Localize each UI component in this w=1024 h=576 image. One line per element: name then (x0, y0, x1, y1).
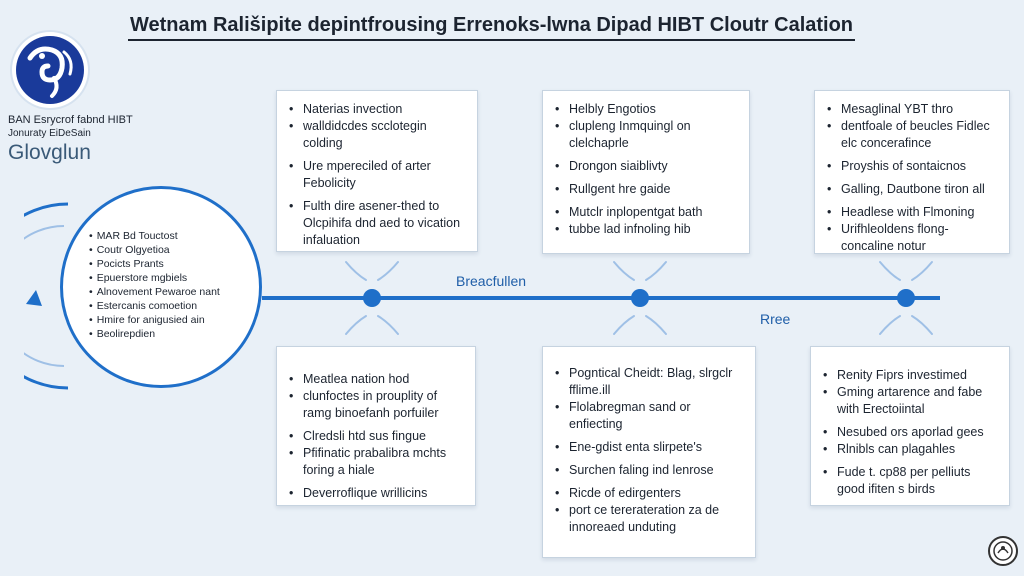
org-line-1: BAN Esrycrof fabnd HIBT (8, 114, 133, 126)
card-item: Gming artarence and fabe with Erectoiint… (823, 384, 999, 418)
badge-icon (988, 536, 1018, 566)
hub-item: MAR Bd Touctost (89, 229, 253, 243)
card-item: clupleng Inmquingl on clelchaprle (555, 118, 739, 152)
card-item: Fude t. cp88 per pelliuts good ifiten s … (823, 464, 999, 498)
card-item: Surchen faling ind lenrose (555, 462, 745, 479)
timeline-label-right: Rree (760, 311, 791, 327)
hub-item: Pocicts Prants (89, 257, 253, 271)
hub-item: Epuerstore mgbiels (89, 271, 253, 285)
central-hub-circle: MAR Bd Touctost Coutr Olgyetioa Pocicts … (60, 186, 262, 388)
card-item: Helbly Engotios (555, 101, 739, 118)
card-item: walldidcdes scclotegin colding (289, 118, 467, 152)
hub-item: Estercanis comoetion (89, 299, 253, 313)
card-item: Headlese with Flmoning (827, 204, 999, 221)
card-item: Ure mpereciled of arter Febolicity (289, 158, 467, 192)
card-bottom-2: Pogntical Cheidt: Blag, slrgclr fflime.i… (542, 346, 756, 558)
card-item: port ce tererateration za de innoreaed u… (555, 502, 745, 536)
card-item: Urifhleoldens flong- concaline notur (827, 221, 999, 255)
page-title: Wetnam Rališipite depintfrousing Errenok… (128, 14, 856, 41)
hub-item: Beolirepdien (89, 327, 253, 341)
card-top-3: Mesaglinal YBT thro dentfoale of beucles… (814, 90, 1010, 254)
org-line-2: Jonuraty EiDeSain (8, 128, 91, 139)
card-item: tubbe lad infnoling hib (555, 221, 739, 238)
card-item: Naterias invection (289, 101, 467, 118)
card-item: Proyshis of sontaicnos (827, 158, 999, 175)
organization-logo (12, 32, 88, 108)
org-line-3: Glovglun (8, 141, 91, 164)
card-top-1: Naterias invection walldidcdes scclotegi… (276, 90, 478, 252)
timeline-node (363, 289, 381, 307)
card-item: Ene-gdist enta slirpete's (555, 439, 745, 456)
card-item: Galling, Dautbone tiron all (827, 181, 999, 198)
card-item: Meatlea nation hod (289, 371, 465, 388)
hub-item: Coutr Olgyetioa (89, 243, 253, 257)
seahorse-logo-icon (16, 36, 84, 104)
card-top-2: Helbly Engotios clupleng Inmquingl on cl… (542, 90, 750, 254)
card-item: Fulth dire asener-thed to Olcpihifa dnd … (289, 198, 467, 249)
timeline-label-center: Breacfullen (456, 273, 527, 289)
card-item: Rlnibls can plagahles (823, 441, 999, 458)
card-item: Renity Fiprs investimed (823, 367, 999, 384)
card-item: Ricde of edirgenters (555, 485, 745, 502)
hub-list: MAR Bd Touctost Coutr Olgyetioa Pocicts … (89, 229, 253, 341)
timeline-node (631, 289, 649, 307)
timeline-node (897, 289, 915, 307)
card-item: dentfoale of beucles Fidlec elc conceraf… (827, 118, 999, 152)
card-item: Flolabregman sand or enfiecting (555, 399, 745, 433)
card-item: Mesaglinal YBT thro (827, 101, 999, 118)
circular-arrow-icon (24, 202, 69, 390)
card-bottom-3: Renity Fiprs investimed Gming artarence … (810, 346, 1010, 506)
card-bottom-1: Meatlea nation hod clunfoctes in proupli… (276, 346, 476, 506)
card-item: Clredsli htd sus fingue (289, 428, 465, 445)
card-item: clunfoctes in prouplity of ramg binoefan… (289, 388, 465, 422)
card-item: Pfifinatic prabalibra mchts foring a hia… (289, 445, 465, 479)
card-item: Deverroflique wrillicins (289, 485, 465, 502)
hub-item: Alnovement Pewaroe nant (89, 285, 253, 299)
card-item: Nesubed ors aporlad gees (823, 424, 999, 441)
card-item: Drongon siaiblivty (555, 158, 739, 175)
card-item: Pogntical Cheidt: Blag, slrgclr fflime.i… (555, 365, 745, 399)
card-item: Mutclr inplopentgat bath (555, 204, 739, 221)
card-item: Rullgent hre gaide (555, 181, 739, 198)
hub-item: Hmire for anigusied ain (89, 313, 253, 327)
organization-name: BAN Esrycrof fabnd HIBT Jonuraty EiDeSai… (8, 114, 133, 165)
